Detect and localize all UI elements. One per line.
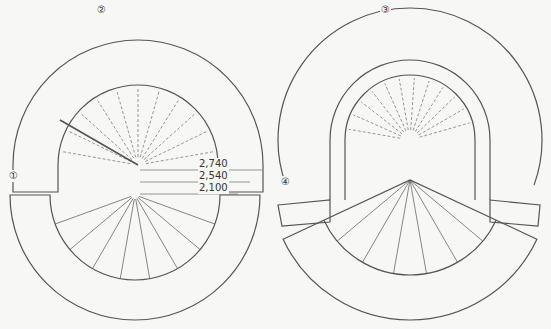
foot-right: [490, 200, 540, 226]
radial-line: [413, 81, 429, 130]
dimension-value: 2,100: [198, 182, 229, 194]
radial-line: [411, 78, 415, 130]
panel-number: ③: [380, 4, 391, 16]
radial-line: [420, 123, 470, 137]
radial-line: [410, 180, 483, 241]
radial-line: [372, 91, 404, 132]
foot-left: [278, 200, 330, 226]
radial-line: [139, 196, 215, 224]
radial-line: [399, 79, 408, 130]
radial-line: [55, 196, 131, 224]
radial-line: [61, 151, 130, 163]
sector-outline: [283, 180, 537, 320]
radial-line: [145, 131, 208, 162]
radial-line: [353, 115, 401, 136]
dimension-value: 2,740: [198, 158, 229, 170]
radial-line: [349, 129, 400, 138]
panel-number: ②: [96, 4, 107, 16]
panel-number: ①: [8, 170, 19, 182]
radial-line: [138, 198, 200, 250]
arch-outline: [330, 60, 490, 200]
radial-line: [337, 180, 410, 241]
dimension-line: [140, 182, 250, 183]
radius-line: [60, 120, 138, 165]
radial-line: [136, 199, 150, 279]
circle-outline: [278, 8, 542, 185]
radial-line: [361, 102, 402, 134]
half-ring-outline: [13, 40, 263, 192]
radial-line: [410, 180, 426, 274]
radial-line: [93, 198, 134, 268]
radial-line: [363, 180, 411, 262]
radial-line: [140, 90, 159, 157]
radial-line: [144, 113, 196, 160]
radial-line: [138, 87, 139, 157]
half-ring-outline: [10, 195, 260, 320]
radial-line: [120, 199, 134, 279]
radial-line: [68, 131, 131, 162]
panel-number: ④: [280, 176, 291, 188]
radial-line: [117, 90, 136, 157]
radial-line: [415, 87, 443, 131]
radial-line: [142, 99, 179, 158]
radial-line: [137, 198, 178, 268]
radial-line: [417, 97, 454, 133]
inner-arc: [324, 220, 496, 275]
radial-line: [97, 99, 134, 158]
radial-line: [385, 83, 406, 131]
dimension-value: 2,540: [198, 170, 229, 182]
radial-line: [70, 198, 132, 250]
